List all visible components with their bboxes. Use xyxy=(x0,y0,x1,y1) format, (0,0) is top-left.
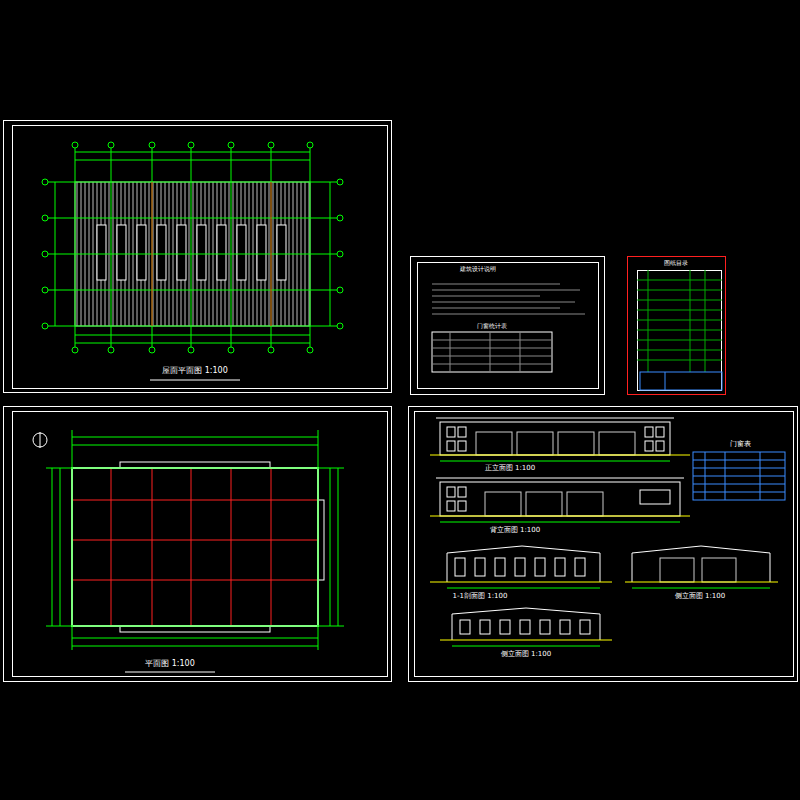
drawing-title: 侧立面图 1:100 xyxy=(500,650,552,658)
drawing-title: 建筑设计说明 xyxy=(459,266,497,273)
drawing-title: 1-1剖面图 1:100 xyxy=(452,592,509,600)
drawing-title: 屋面平面图 1:100 xyxy=(161,366,229,375)
drawing-title: 门窗表 xyxy=(729,440,752,448)
drawing-title: 侧立面图 1:100 xyxy=(674,592,726,600)
drawing-title: 正立面图 1:100 xyxy=(484,464,536,472)
drawing-title: 门窗统计表 xyxy=(476,323,508,330)
drawing-title: 背立面图 1:100 xyxy=(489,526,541,534)
drawing-title: 平面图 1:100 xyxy=(144,659,196,668)
drawing-title: 图纸目录 xyxy=(663,260,689,267)
